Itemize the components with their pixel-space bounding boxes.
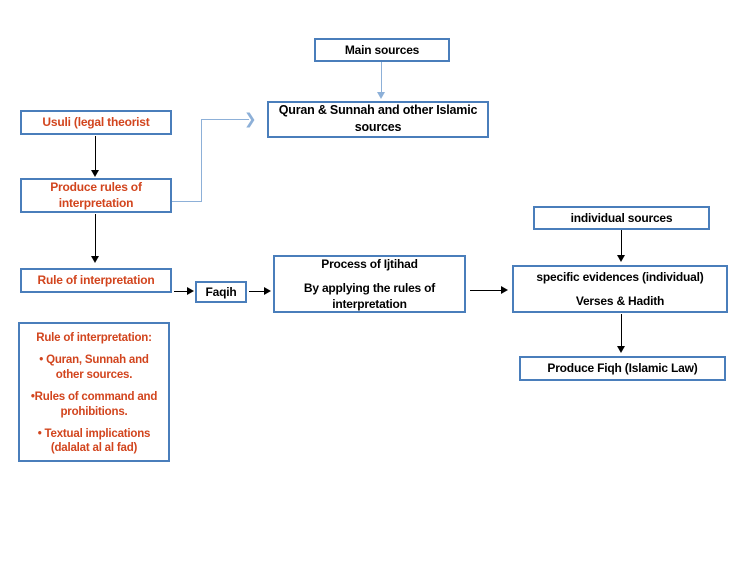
edge-specific-evidences-to-produce-fiqh-arrowhead [617, 346, 625, 353]
rule-list-item: • Quran, Sunnah and other sources. [39, 353, 149, 382]
node-main-sources-label: Main sources [344, 42, 420, 57]
node-quran-sunnah-line2: sources [354, 120, 402, 134]
node-individual-sources-label: individual sources [570, 210, 673, 225]
rule-list-item: •Rules of command and prohibitions. [30, 390, 158, 419]
node-rule-of-interpretation-label: Rule of interpretation [37, 273, 155, 287]
node-produce-fiqh-label: Produce Fiqh (Islamic Law) [547, 361, 698, 375]
edge-ijtihad-to-specific-evidences-arrowhead [501, 286, 508, 294]
edge-individual-sources-to-specific-evidences-arrowhead [617, 255, 625, 262]
node-faqih-label: Faqih [205, 284, 237, 299]
rule-list-item-1-line2: prohibitions. [60, 405, 128, 418]
edge-produce-rules-to-rule-arrowhead [91, 256, 99, 263]
rule-list-item-2-line2: (dalalat al al fad) [50, 442, 138, 455]
node-process-of-ijtihad[interactable]: Process of Ijtihad By applying the rules… [273, 255, 466, 313]
edge-faqih-to-ijtihad-line [249, 291, 265, 293]
edge-usuli-to-produce-rules-line [95, 136, 97, 172]
node-produce-fiqh[interactable]: Produce Fiqh (Islamic Law) [519, 356, 726, 381]
edge-ijtihad-to-specific-evidences-line [470, 290, 502, 292]
node-rule-of-interpretation-list[interactable]: Rule of interpretation: • Quran, Sunnah … [18, 322, 170, 462]
rule-list-item-0-line2: other sources. [55, 368, 133, 381]
node-usuli[interactable]: Usuli (legal theorist [20, 110, 172, 135]
node-produce-rules-line1: Produce rules of [50, 180, 142, 194]
edge-main-sources-to-quran-arrowhead [377, 92, 385, 99]
node-specific-evidences[interactable]: specific evidences (individual) Verses &… [512, 265, 728, 313]
edge-specific-evidences-to-produce-fiqh-line [621, 314, 623, 348]
rule-list-item-2-line1: • Textual implications [37, 427, 151, 440]
edge-produce-rules-elbow-vertical [201, 119, 203, 202]
node-quran-sunnah[interactable]: Quran & Sunnah and other Islamic sources [267, 101, 489, 138]
node-ijtihad-line1: Process of Ijtihad [321, 256, 418, 271]
edge-individual-sources-to-specific-evidences-line [621, 230, 623, 257]
node-quran-sunnah-line1: Quran & Sunnah and other Islamic [278, 103, 478, 118]
node-main-sources[interactable]: Main sources [314, 38, 450, 62]
edge-main-sources-to-quran-line [381, 62, 383, 94]
node-ijtihad-line3: interpretation [332, 296, 407, 311]
node-ijtihad-line2: By applying the rules of [303, 280, 436, 295]
node-produce-rules[interactable]: Produce rules of interpretation [20, 178, 172, 213]
rule-list-item: • Textual implications (dalalat al al fa… [38, 427, 151, 456]
node-produce-rules-line2: interpretation [58, 196, 134, 210]
edge-rule-to-faqih-line [174, 291, 188, 293]
edge-faqih-to-ijtihad-arrowhead [264, 287, 271, 295]
edge-rule-to-faqih-arrowhead [187, 287, 194, 295]
node-usuli-label: Usuli (legal theorist [42, 115, 150, 129]
edge-produce-rules-elbow-horizontal-upper [201, 119, 249, 121]
node-faqih[interactable]: Faqih [195, 281, 247, 303]
node-rule-of-interpretation[interactable]: Rule of interpretation [20, 268, 172, 293]
edge-usuli-to-produce-rules-arrowhead [91, 170, 99, 177]
edge-produce-rules-elbow-horizontal-lower [172, 201, 202, 203]
rule-list-title: Rule of interpretation: [36, 332, 152, 344]
rule-list-item-1-line1: •Rules of command and [30, 391, 158, 404]
rule-list-item-0-line1: • Quran, Sunnah and [39, 354, 149, 367]
edge-produce-rules-to-quran-arrowhead: ❯ [244, 110, 257, 128]
node-specific-evidences-line2: Verses & Hadith [575, 293, 665, 308]
edge-produce-rules-to-rule-line [95, 214, 97, 258]
node-specific-evidences-line1: specific evidences (individual) [536, 269, 704, 284]
node-individual-sources[interactable]: individual sources [533, 206, 710, 230]
